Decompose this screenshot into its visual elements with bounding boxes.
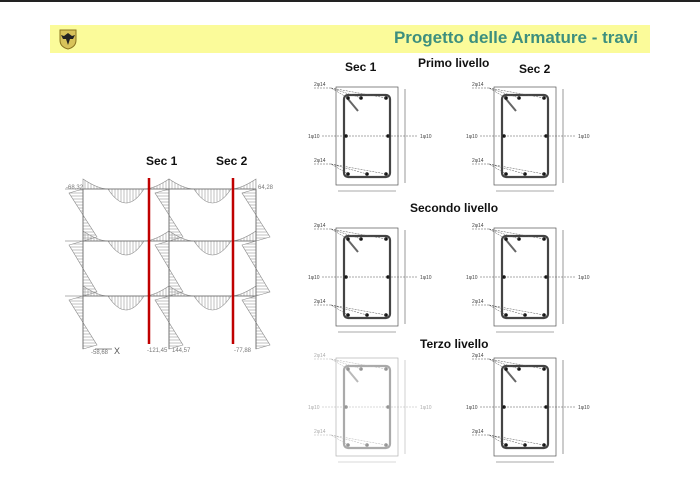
leader-top [314, 358, 387, 370]
stirrup-hook [505, 98, 517, 112]
label-top-bars: 2φ14 [314, 82, 326, 88]
frame-sec1-label: Sec 1 [146, 154, 178, 168]
label-bottom-bars: 2φ14 [314, 429, 326, 435]
moment-diagram-frame [65, 178, 271, 350]
top-border [0, 0, 700, 2]
label-side-bars: 1φ10 [420, 405, 432, 411]
label-top-bars: 2φ14 [314, 353, 326, 359]
beam-cross-section: 2φ14 1φ10 1φ10 2φ14 [466, 353, 590, 463]
label-side-bars: 1φ10 [420, 275, 432, 281]
label-side-bars: 1φ10 [466, 134, 478, 140]
rebar [346, 443, 350, 447]
frame-value: -77,88 [234, 348, 252, 354]
label-side-bars: 1φ10 [308, 275, 320, 281]
cross-sections: 2φ14 1φ10 1φ10 2φ14 2φ14 1φ10 1φ10 2φ14 2φ14 1φ10… [308, 82, 590, 463]
slide-title: Progetto delle Armature - travi [393, 28, 638, 47]
label-bottom-bars: 2φ14 [314, 299, 326, 305]
beam-moment-diagram [82, 178, 170, 204]
label-bottom-bars: 2φ14 [472, 158, 484, 164]
beam-cross-section: 2φ14 1φ10 1φ10 2φ14 [308, 353, 432, 463]
beam-moment-diagram [168, 285, 257, 311]
stirrup [342, 364, 392, 450]
beam-cross-section: 2φ14 1φ10 1φ10 2φ14 [466, 223, 590, 333]
beam-cross-section: 2φ14 1φ10 1φ10 2φ14 [308, 223, 432, 333]
rebar [344, 405, 348, 409]
leader-bottom [472, 434, 545, 446]
frame-sec2-label: Sec 2 [216, 154, 248, 168]
leader-bottom [314, 434, 387, 446]
level-1-title: Primo livello [418, 56, 490, 70]
stirrup-hook [347, 369, 359, 383]
x-axis-label: X [114, 346, 120, 356]
label-side-bars: 1φ10 [578, 275, 590, 281]
leader-top [472, 87, 545, 99]
level-2-title: Secondo livello [410, 201, 499, 215]
rebar [384, 367, 388, 371]
rebar [346, 367, 350, 371]
coat-of-arms-logo [59, 29, 77, 50]
beam-moment-diagram [82, 230, 170, 256]
rebar [386, 405, 390, 409]
stirrup-hook [347, 239, 359, 253]
frame-value: -121,45 [147, 348, 168, 354]
leader-bottom [314, 163, 387, 175]
beam-moment-diagram [168, 230, 257, 256]
leader-top [314, 87, 387, 99]
stirrup-hook [347, 98, 359, 112]
title-banner: Progetto delle Armature - travi [50, 25, 650, 53]
leader-top [472, 358, 545, 370]
label-top-bars: 2φ14 [314, 223, 326, 229]
sec2-column-header: Sec 2 [519, 62, 551, 76]
label-side-bars: 1φ10 [308, 134, 320, 140]
leader-bottom [472, 304, 545, 316]
concrete-outline [335, 357, 399, 457]
label-top-bars: 2φ14 [472, 82, 484, 88]
label-top-bars: 2φ14 [472, 353, 484, 359]
label-bottom-bars: 2φ14 [472, 429, 484, 435]
label-side-bars: 1φ10 [308, 405, 320, 411]
frame-value: -68,32 [66, 185, 84, 191]
beam-moment-diagram [168, 178, 257, 204]
leader-top [472, 228, 545, 240]
label-bottom-bars: 2φ14 [314, 158, 326, 164]
label-side-bars: 1φ10 [420, 134, 432, 140]
leader-bottom [314, 304, 387, 316]
stirrup-inner [345, 367, 389, 447]
stirrup-hook [505, 239, 517, 253]
leader-bottom [472, 163, 545, 175]
rebar [359, 367, 363, 371]
rebar [384, 443, 388, 447]
label-side-bars: 1φ10 [578, 405, 590, 411]
beam-cross-section: 2φ14 1φ10 1φ10 2φ14 [308, 82, 432, 192]
frame-value: 64,28 [258, 185, 274, 191]
label-side-bars: 1φ10 [466, 405, 478, 411]
label-side-bars: 1φ10 [466, 275, 478, 281]
beam-cross-section: 2φ14 1φ10 1φ10 2φ14 [466, 82, 590, 192]
frame-value: -58,68 [91, 350, 109, 356]
sec1-column-header: Sec 1 [345, 60, 377, 74]
label-side-bars: 1φ10 [578, 134, 590, 140]
level-3-title: Terzo livello [420, 337, 489, 351]
label-bottom-bars: 2φ14 [472, 299, 484, 305]
leader-top [314, 228, 387, 240]
frame-value: 144,57 [172, 348, 191, 354]
rebar [365, 443, 369, 447]
label-top-bars: 2φ14 [472, 223, 484, 229]
stirrup-hook [505, 369, 517, 383]
